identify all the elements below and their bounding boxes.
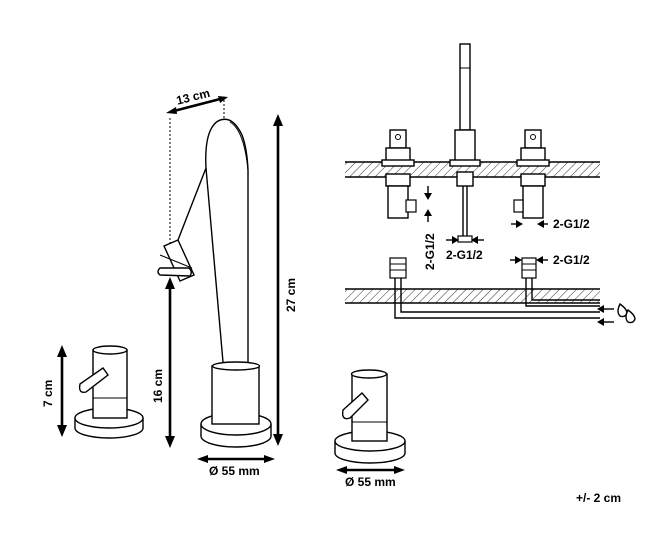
total-height-dimension: 27 cm [273,114,298,446]
connector-right-bottom-label: 2-G1/2 [553,253,590,267]
spout-width-dimension: 13 cm [166,86,228,114]
connector-right-top-label: 2-G1/2 [553,217,590,231]
installation-diagram [345,43,636,326]
handle-base-diameter-label: Ø 55 mm [345,475,396,489]
spout-height-label: 16 cm [151,369,165,403]
spout-width-label: 13 cm [175,86,211,108]
left-handle-drawing [74,345,144,439]
handle-height-dimension: 7 cm [41,345,67,437]
spout-base-dimension: Ø 55 mm [197,455,275,478]
connector-left-label: 2-G1/2 [423,233,437,270]
tolerance-note: +/- 2 cm [576,491,621,505]
handle-height-label: 7 cm [41,380,55,407]
connector-center-label: 2-G1/2 [446,248,483,262]
spout-base-diameter-label: Ø 55 mm [209,464,260,478]
water-drops-icon [617,302,636,324]
spout-height-dimension: 16 cm [151,277,175,448]
handle-base-dimension: Ø 55 mm [336,466,405,489]
total-height-label: 27 cm [284,278,298,312]
spout-drawing [157,100,272,448]
right-handle-drawing [334,369,406,464]
